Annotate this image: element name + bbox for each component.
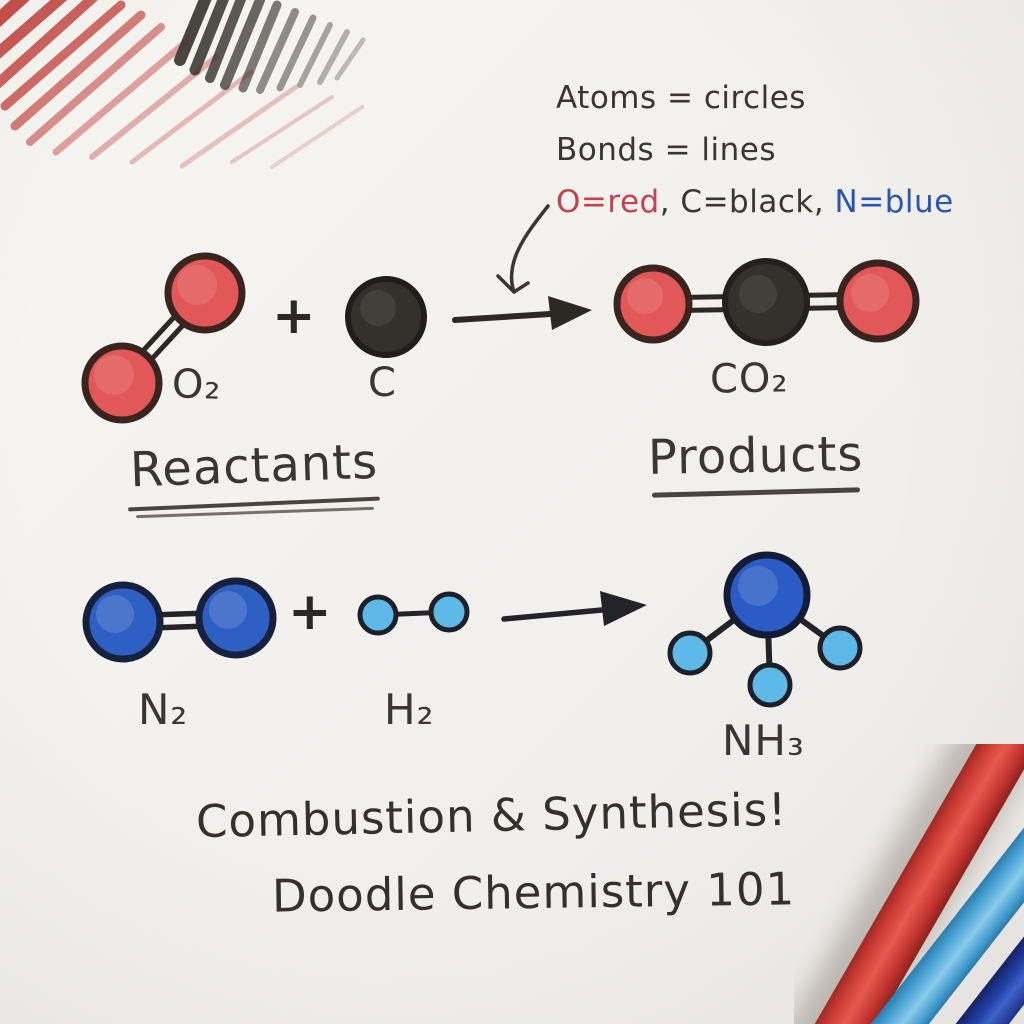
nitrogen-atom (82, 581, 164, 663)
co2-label: CO₂ (709, 355, 789, 403)
oxygen-atom (164, 252, 246, 334)
nitrogen-atom (723, 551, 811, 639)
plus-sign: + (288, 582, 332, 642)
o2-label: O₂ (171, 361, 223, 409)
reaction-arrow (452, 296, 592, 330)
curved-arrow (496, 204, 550, 294)
oxygen-atom (613, 264, 693, 344)
co2-molecule (613, 258, 920, 346)
hydrogen-atom (817, 625, 863, 671)
carbon-atom (345, 276, 427, 358)
legend-color-key: O=red, C=black, N=blue (556, 176, 954, 228)
legend-separator: , (659, 184, 671, 220)
footer-title: Combustion & Synthesis! (195, 782, 788, 849)
products-label: Products (647, 426, 864, 486)
legend-line-bonds: Bonds = lines (556, 132, 776, 168)
nh3-molecule (667, 551, 863, 708)
hydrogen-atom (428, 591, 470, 633)
oxygen-atom (836, 259, 920, 343)
reaction-arrow (501, 591, 647, 626)
oxygen-atom (81, 342, 163, 424)
c-label: C (368, 360, 397, 406)
legend-key-oxygen: O=red (556, 184, 660, 220)
colored-pencils (794, 744, 1024, 1024)
hydrogen-atom (357, 594, 399, 636)
graphite-scribble (174, 0, 366, 94)
plus-sign: + (272, 286, 316, 346)
legend-line-atoms: Atoms = circles (556, 80, 806, 116)
carbon-atom (722, 258, 810, 346)
legend: Atoms = circles Bonds = lines O=red, C=b… (556, 72, 954, 228)
hydrogen-atom (667, 630, 713, 676)
h2-label: H₂ (384, 685, 435, 734)
nh3-label: NH₃ (722, 716, 805, 765)
o2-molecule (81, 252, 246, 424)
legend-key-carbon: C=black (680, 184, 814, 220)
footer-subtitle: Doodle Chemistry 101 (271, 862, 796, 923)
n2-molecule (82, 577, 277, 663)
products-underline (651, 487, 861, 498)
carbon-atom-molecule (345, 276, 427, 358)
nitrogen-atom (195, 577, 277, 659)
legend-separator: , (813, 184, 825, 220)
legend-key-nitrogen: N=blue (834, 184, 954, 220)
hydrogen-atom (747, 662, 793, 708)
n2-label: N₂ (138, 685, 189, 734)
h2-molecule (357, 591, 470, 636)
red-crayon-scribble (0, 0, 364, 169)
reactants-label: Reactants (129, 433, 379, 499)
